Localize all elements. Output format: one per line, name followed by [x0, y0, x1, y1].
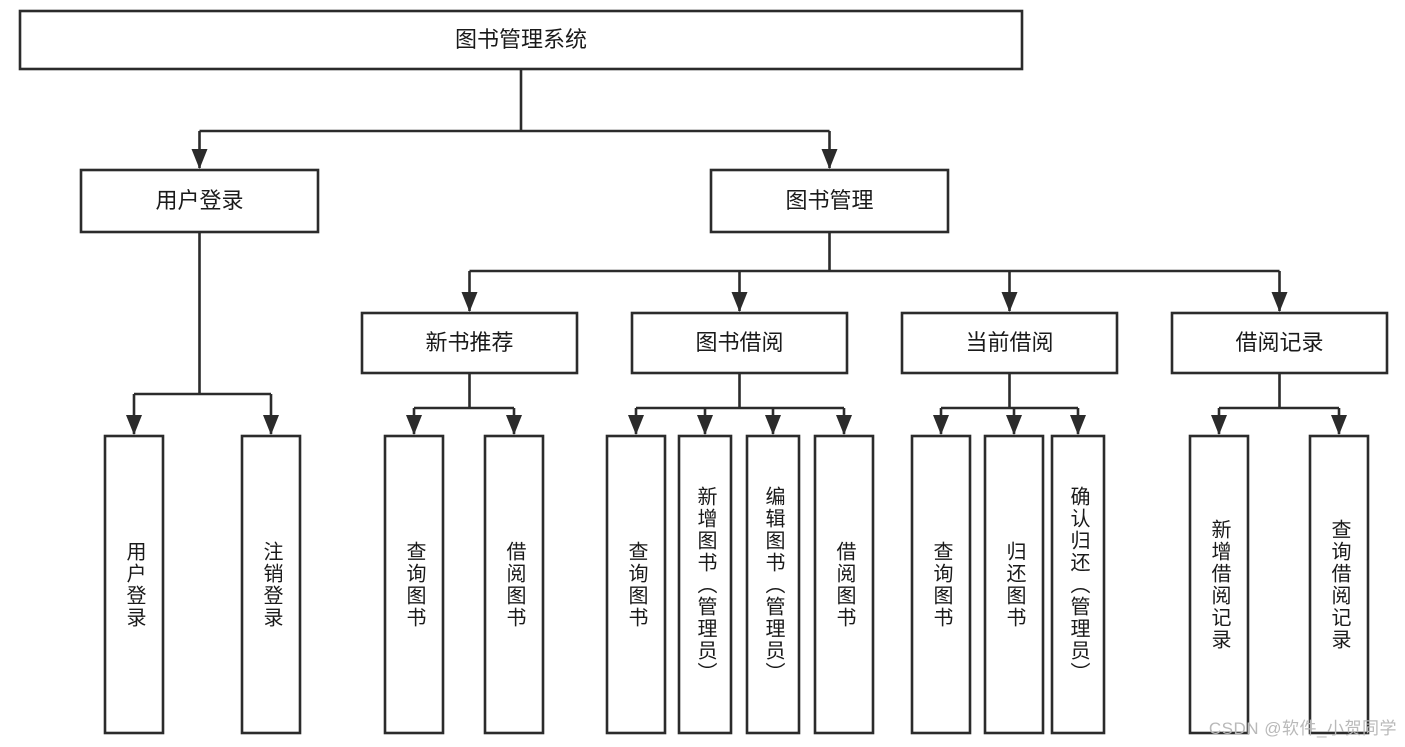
- leaf-node-5-box[interactable]: [677, 434, 733, 735]
- arrow-borrow-to-leaf-1: [697, 415, 713, 435]
- arrow-mgr-to-level3-0: [461, 292, 478, 312]
- arrow-record-to-leaf-0: [1211, 415, 1227, 435]
- leaf-node-0-box[interactable]: [103, 434, 165, 735]
- arrow-mgr-to-level3-2: [1001, 292, 1018, 312]
- level2-node-0-label: 用户登录: [155, 188, 243, 213]
- level2-node-1-box[interactable]: [709, 168, 950, 234]
- level3-node-3-label: 借阅记录: [1235, 330, 1323, 355]
- leaf-node-11-box[interactable]: [1188, 434, 1250, 735]
- node-boxes: [18, 9, 1389, 735]
- leaf-node-9-box[interactable]: [983, 434, 1045, 735]
- arrow-record-to-leaf-1: [1331, 415, 1347, 435]
- csdn-watermark: CSDN @软件_小贺同学: [1208, 719, 1397, 738]
- level2-node-1-label: 图书管理: [785, 188, 873, 213]
- level3-node-2-box[interactable]: [900, 311, 1119, 375]
- level3-node-0-box[interactable]: [360, 311, 579, 375]
- leaf-node-3-box[interactable]: [483, 434, 545, 735]
- leaf-node-6-box[interactable]: [745, 434, 801, 735]
- level3-node-0-label: 新书推荐: [425, 330, 513, 355]
- arrow-current-to-leaf-2: [1070, 415, 1086, 435]
- arrow-borrow-to-leaf-3: [836, 415, 852, 435]
- level3-node-2-label: 当前借阅: [965, 330, 1053, 355]
- arrow-login-to-leaf-0: [126, 415, 142, 435]
- arrow-current-to-leaf-0: [933, 415, 949, 435]
- leaf-node-10-box[interactable]: [1050, 434, 1106, 735]
- arrow-root-to-level2-1: [821, 149, 838, 169]
- arrow-root-to-level2-0: [191, 149, 208, 169]
- leaf-node-2-box[interactable]: [383, 434, 445, 735]
- level2-node-0-box[interactable]: [79, 168, 320, 234]
- connector-edges: [126, 69, 1347, 435]
- arrow-current-to-leaf-1: [1006, 415, 1022, 435]
- arrow-login-to-leaf-1: [263, 415, 279, 435]
- leaf-node-4-box[interactable]: [605, 434, 667, 735]
- arrow-newbook-to-leaf-1: [506, 415, 522, 435]
- leaf-node-12-box[interactable]: [1308, 434, 1370, 735]
- level3-node-1-label: 图书借阅: [695, 330, 783, 355]
- level3-node-3-box[interactable]: [1170, 311, 1389, 375]
- arrow-newbook-to-leaf-0: [406, 415, 422, 435]
- leaf-node-8-box[interactable]: [910, 434, 972, 735]
- root-node-box[interactable]: [18, 9, 1024, 71]
- level3-node-1-box[interactable]: [630, 311, 849, 375]
- arrow-borrow-to-leaf-0: [628, 415, 644, 435]
- arrow-mgr-to-level3-1: [731, 292, 748, 312]
- leaf-node-1-box[interactable]: [240, 434, 302, 735]
- arrow-borrow-to-leaf-2: [765, 415, 781, 435]
- root-node-label: 图书管理系统: [455, 27, 587, 52]
- leaf-node-7-box[interactable]: [813, 434, 875, 735]
- arrow-mgr-to-level3-3: [1271, 292, 1288, 312]
